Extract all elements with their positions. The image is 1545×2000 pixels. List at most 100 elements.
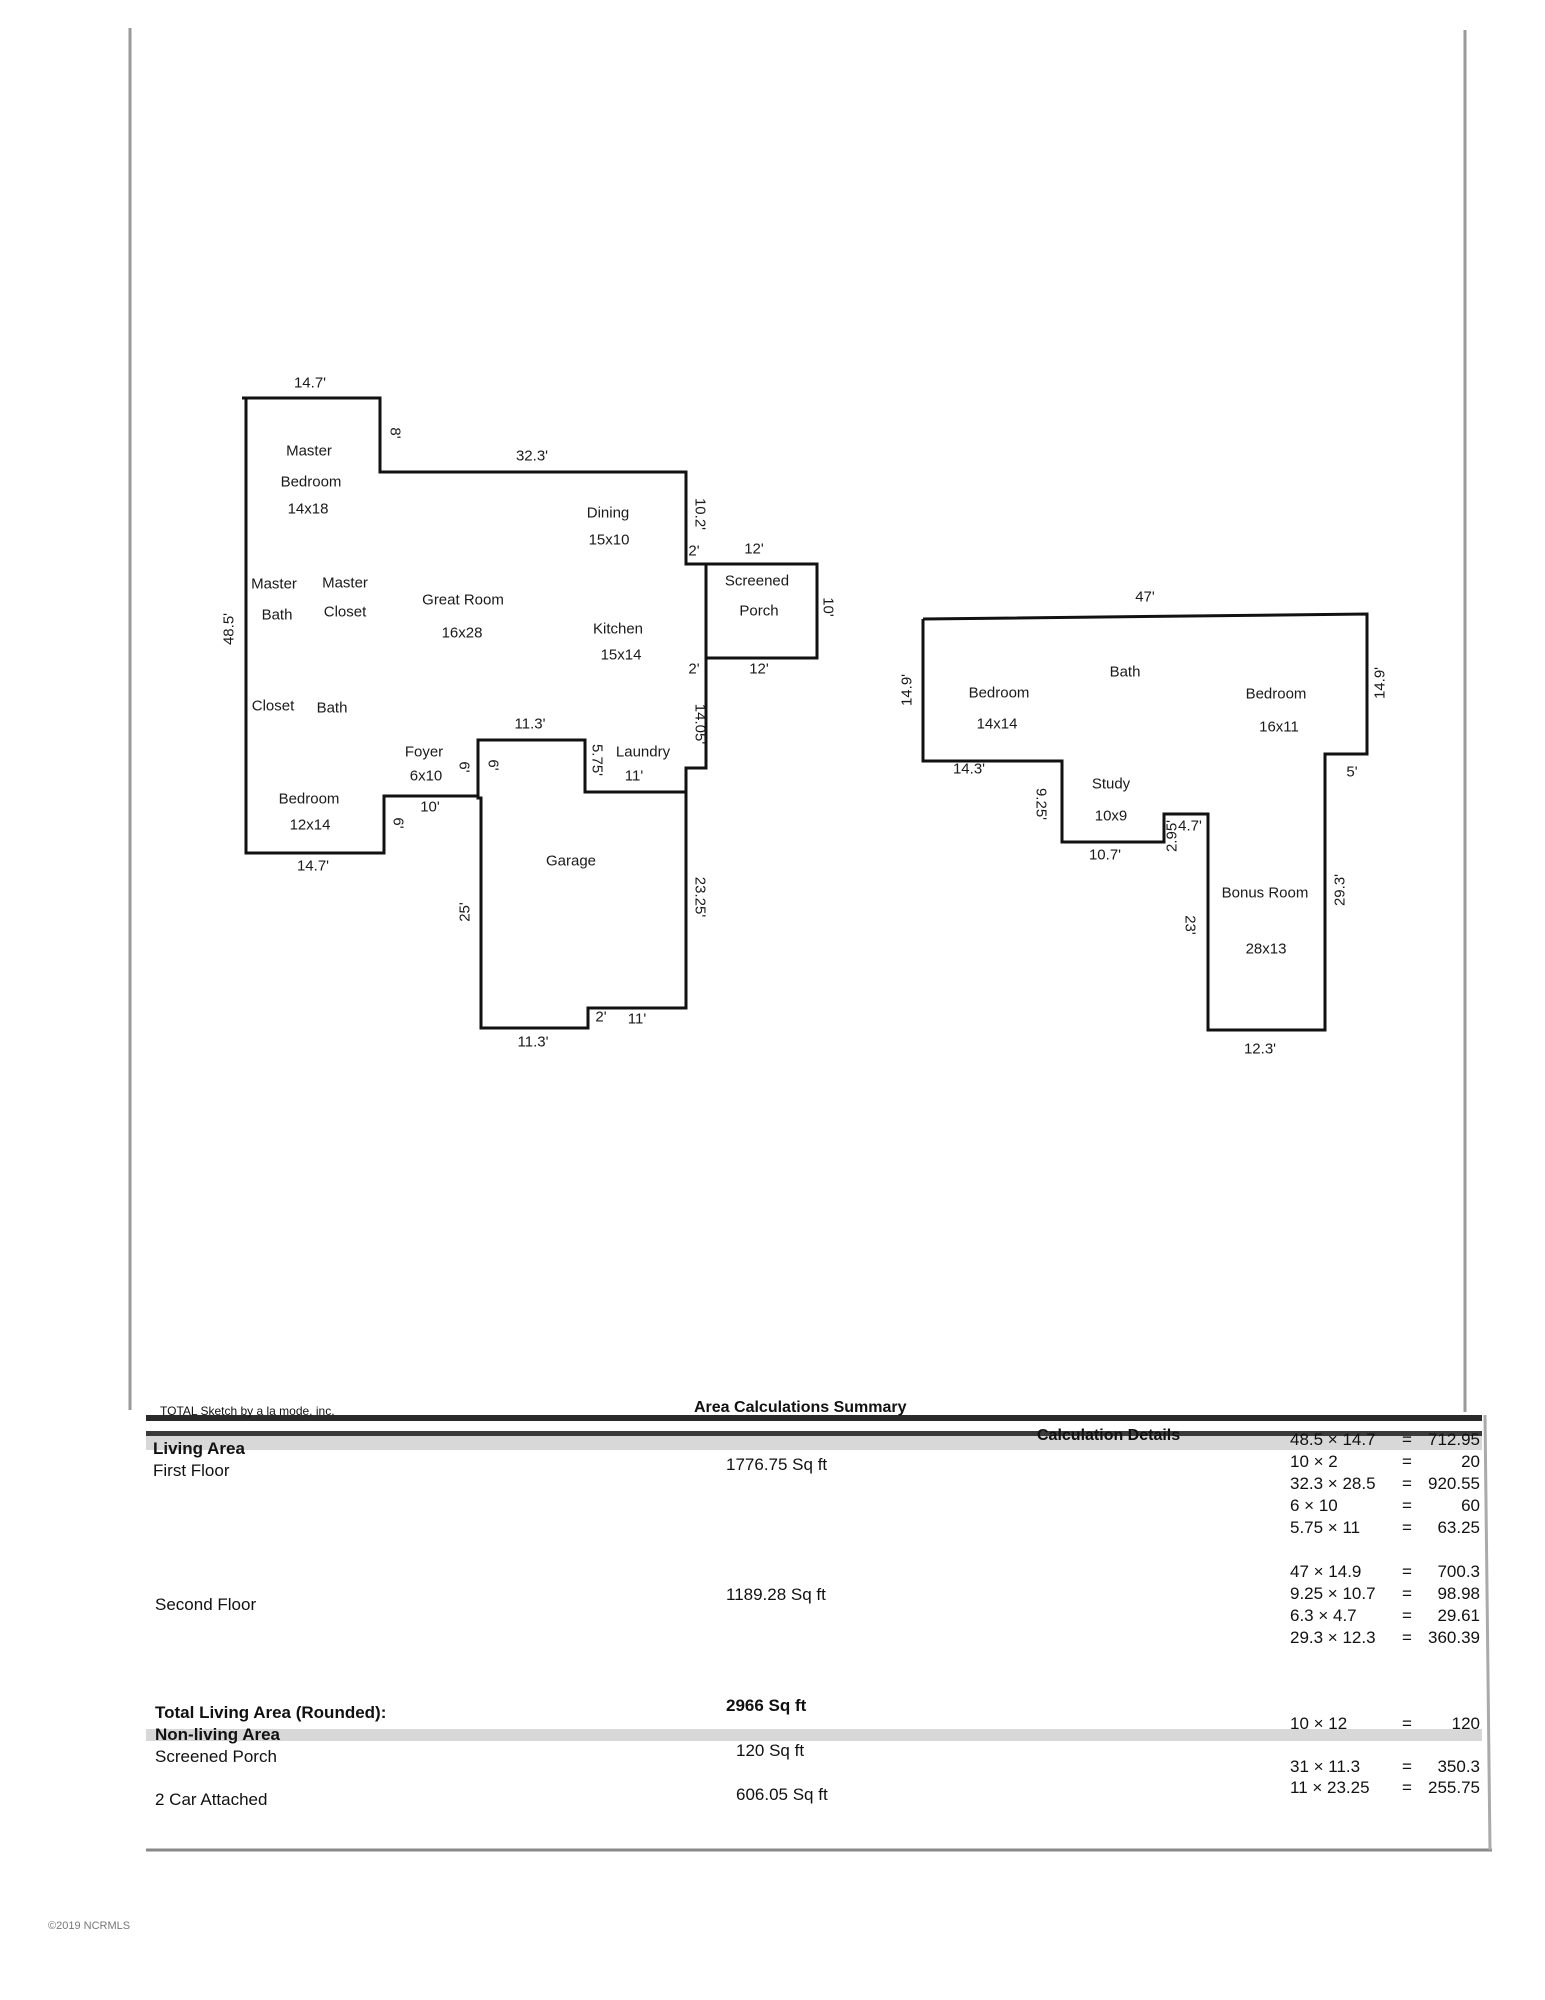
calc-result: 255.75: [1428, 1778, 1480, 1797]
calc-row: 6.3 × 4.7 = 29.61: [1290, 1606, 1480, 1628]
dimension-label: 6': [389, 817, 407, 829]
calc-equals: =: [1402, 1628, 1412, 1647]
room-label: Master: [322, 574, 368, 592]
room-label: Master: [286, 442, 332, 460]
room-label: Bath: [261, 606, 293, 624]
dimension-label: 47': [1135, 588, 1155, 606]
calc-expression: 32.3 × 28.5: [1290, 1474, 1376, 1493]
dimension-label: 10': [420, 798, 440, 816]
calc-result: 63.25: [1437, 1518, 1480, 1537]
calc-row: 6 × 10 = 60: [1290, 1496, 1480, 1518]
calc-row: 10 × 12=120: [1290, 1714, 1480, 1736]
calc-result: 120: [1451, 1714, 1480, 1733]
dimension-label: 11.3': [514, 715, 546, 733]
room-label: 28x13: [1245, 940, 1287, 958]
summary-shade-1: [146, 1436, 1482, 1450]
dimension-label: 12': [744, 540, 764, 558]
room-label: 14x14: [976, 715, 1018, 733]
dimension-label: 48.5': [220, 612, 238, 646]
calc-equals: =: [1402, 1496, 1412, 1515]
dimension-label: 11': [624, 767, 644, 785]
calc-expression: 5.75 × 11: [1290, 1518, 1361, 1537]
summary-top-bar: [146, 1415, 1482, 1421]
second-floor-value: 1189.28 Sq ft: [726, 1585, 826, 1604]
calc-row: 48.5 × 14.7=712.95: [1290, 1430, 1480, 1452]
room-label: Bedroom: [278, 790, 340, 808]
screened-porch-value: 120 Sq ft: [736, 1741, 805, 1760]
calc-row: 47 × 14.9=700.3: [1290, 1562, 1480, 1584]
room-label: 16x28: [441, 624, 483, 642]
garage-value: 606.05 Sq ft: [736, 1785, 828, 1804]
summary-right-line: [1483, 1414, 1492, 1851]
area-calculations-summary: TOTAL Sketch by a la mode, inc. Area Cal…: [146, 1399, 1476, 1855]
dimension-label: 14.05': [691, 703, 709, 745]
dimension-label: 5': [1346, 763, 1358, 781]
room-label: 12x14: [289, 816, 331, 834]
second-floor-label: Second Floor: [155, 1595, 257, 1614]
dimension-label: 8': [386, 427, 404, 439]
details-heading: Calculation Details: [1037, 1427, 1181, 1444]
calc-expression: 29.3 × 12.3: [1290, 1628, 1376, 1647]
calc-equals: =: [1402, 1606, 1412, 1625]
dimension-label: 25': [456, 902, 474, 922]
dimension-label: 32.3': [515, 447, 549, 465]
dimension-label: 11.3': [517, 1033, 549, 1051]
dimension-label: 4.7': [1178, 817, 1202, 835]
calc-equals: =: [1402, 1562, 1412, 1581]
room-label: Bedroom: [1245, 685, 1307, 703]
calc-result: 700.3: [1437, 1562, 1480, 1581]
calc-expression: 9.25 × 10.7: [1290, 1584, 1376, 1603]
room-label: Study: [1091, 775, 1131, 793]
calc-result: 98.98: [1437, 1584, 1480, 1603]
calc-result: 920.55: [1428, 1474, 1480, 1493]
screened-porch-outline: [706, 562, 819, 660]
room-label: Bath: [316, 699, 348, 717]
room-label: Great Room: [422, 591, 504, 609]
calc-equals: =: [1402, 1430, 1412, 1449]
room-label: Kitchen: [592, 620, 644, 638]
calc-equals: =: [1402, 1757, 1412, 1776]
dimension-label: 5.75': [588, 743, 606, 777]
calc-expression: 31 × 11.3: [1290, 1757, 1361, 1776]
room-label: Dining: [586, 504, 630, 522]
software-credit: TOTAL Sketch by a la mode, inc.: [160, 1404, 335, 1418]
calc-expression: 6 × 10: [1290, 1496, 1338, 1515]
first-floor-value: 1776.75 Sq ft: [726, 1455, 828, 1474]
calc-row: 5.75 × 11 = 63.25: [1290, 1518, 1480, 1540]
calc-result: 360.39: [1428, 1628, 1480, 1647]
calc-row: 32.3 × 28.5 = 920.55: [1290, 1474, 1480, 1496]
calc-result: 60: [1461, 1496, 1480, 1515]
calc-expression: 6.3 × 4.7: [1290, 1606, 1357, 1625]
summary-title: Area Calculations Summary: [694, 1399, 907, 1416]
calc-equals: =: [1402, 1584, 1412, 1603]
dimension-label: 2': [688, 660, 700, 678]
calc-row: 9.25 × 10.7 = 98.98: [1290, 1584, 1480, 1606]
room-label: Screened: [724, 572, 790, 590]
calc-row: 31 × 11.3=350.3: [1290, 1757, 1480, 1779]
dimension-label: 9.25': [1032, 787, 1050, 821]
calc-equals: =: [1402, 1518, 1412, 1537]
room-label: Closet: [323, 603, 367, 621]
dimension-label: 12.3': [1243, 1040, 1277, 1058]
calc-result: 29.61: [1437, 1606, 1480, 1625]
dimension-label: 14.9': [1371, 666, 1389, 700]
room-label: Bath: [1109, 663, 1141, 681]
room-label: Closet: [251, 697, 295, 715]
room-label: Porch: [739, 602, 779, 620]
non-living-area-heading: Non-living Area: [155, 1725, 280, 1744]
room-label: Bedroom: [280, 473, 342, 491]
calc-equals: =: [1402, 1452, 1412, 1471]
summary-shade-2: [146, 1729, 1482, 1741]
calc-expression: 48.5 × 14.7: [1290, 1430, 1376, 1449]
garage-laundry-wall: [476, 738, 686, 798]
calc-result: 20: [1461, 1452, 1480, 1471]
dimension-label: 10.2': [691, 497, 709, 531]
calc-equals: =: [1402, 1474, 1412, 1493]
calc-row: 29.3 × 12.3 = 360.39: [1290, 1628, 1480, 1650]
dimension-label: 2': [595, 1008, 607, 1026]
second-floor-outline: [921, 612, 1369, 1032]
room-label: Bedroom: [968, 684, 1030, 702]
dimension-label: 29.3': [1331, 873, 1349, 907]
room-label: Bonus Room: [1221, 884, 1309, 902]
